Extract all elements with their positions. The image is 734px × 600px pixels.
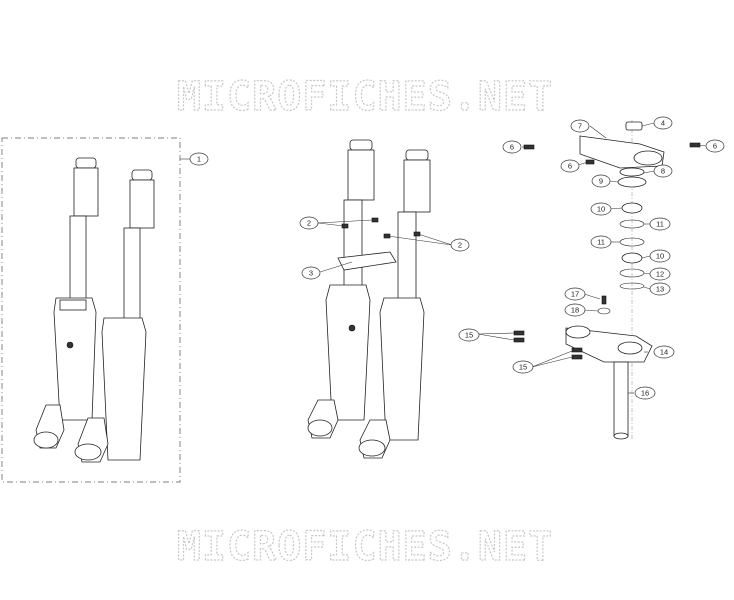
svg-text:6: 6	[568, 162, 572, 171]
bearing-seal[interactable]	[617, 176, 647, 188]
bolt[interactable]	[513, 337, 525, 343]
svg-text:11: 11	[656, 220, 664, 229]
fork-tube-left	[307, 139, 375, 439]
svg-text:3: 3	[309, 269, 313, 278]
callout-15a[interactable]: 15	[458, 328, 480, 342]
callout-2a[interactable]: 2	[299, 216, 319, 230]
assembly-dashed-box	[1, 137, 181, 483]
svg-text:14: 14	[660, 348, 668, 357]
callout-15b[interactable]: 15	[512, 360, 534, 374]
bolt[interactable]	[571, 347, 583, 353]
svg-text:12: 12	[656, 270, 664, 279]
callout-18[interactable]: 18	[564, 303, 586, 317]
bolt[interactable]	[585, 159, 595, 165]
svg-text:17: 17	[571, 290, 579, 299]
svg-text:16: 16	[641, 389, 649, 398]
callout-6b[interactable]: 6	[705, 139, 725, 153]
callout-2b[interactable]: 2	[450, 238, 470, 252]
callout-17[interactable]: 17	[564, 287, 586, 301]
bearing-lower[interactable]	[621, 252, 643, 264]
fork-tube-right	[358, 149, 431, 459]
svg-text:15: 15	[519, 363, 527, 372]
washer[interactable]	[597, 307, 611, 315]
svg-text:2: 2	[307, 219, 311, 228]
bolt[interactable]	[513, 330, 525, 336]
bolt[interactable]	[371, 217, 379, 223]
callout-10b[interactable]: 10	[649, 249, 671, 263]
svg-text:18: 18	[571, 306, 579, 315]
callout-3[interactable]: 3	[301, 266, 321, 280]
svg-text:10: 10	[656, 252, 664, 261]
svg-text:8: 8	[661, 167, 665, 176]
fork-leg-right	[74, 169, 155, 463]
svg-text:6: 6	[713, 142, 717, 151]
bolt[interactable]	[413, 231, 421, 237]
stem-nut[interactable]	[625, 121, 643, 131]
callout-1[interactable]: 1	[189, 152, 209, 166]
callout-6a[interactable]: 6	[502, 140, 522, 154]
svg-text:7: 7	[578, 122, 582, 131]
triple-clamp-stack	[513, 120, 701, 440]
callout-11a[interactable]: 11	[649, 217, 671, 231]
svg-text:4: 4	[661, 119, 665, 128]
callout-10a[interactable]: 10	[590, 202, 612, 216]
dust-seal[interactable]	[619, 282, 645, 290]
bolt[interactable]	[571, 354, 583, 360]
fork-tubes-exploded	[307, 139, 431, 459]
bolt[interactable]	[601, 295, 607, 305]
callout-11b[interactable]: 11	[590, 235, 612, 249]
callout-4[interactable]: 4	[653, 116, 673, 130]
watermark-bottom: MICROFICHES.NET	[177, 524, 553, 570]
bearing-upper[interactable]	[621, 202, 643, 214]
callout-9[interactable]: 9	[591, 174, 611, 188]
svg-text:11: 11	[597, 238, 605, 247]
watermark-top: MICROFICHES.NET	[177, 74, 553, 120]
callout-6c[interactable]: 6	[560, 159, 580, 173]
callout-12[interactable]: 12	[649, 267, 671, 281]
leader-lines	[180, 122, 707, 394]
fork-assembly-complete[interactable]	[1, 137, 181, 483]
fork-leg-left	[33, 157, 99, 449]
callout-7[interactable]: 7	[570, 119, 590, 133]
svg-text:2: 2	[458, 241, 462, 250]
callouts: 1 2 2 3 4 6 6 6 7 8 9 10 11 11 10 12 13 …	[189, 116, 725, 400]
callout-14[interactable]: 14	[653, 345, 675, 359]
svg-text:1: 1	[197, 155, 201, 164]
svg-text:13: 13	[656, 285, 664, 294]
callout-13[interactable]: 13	[649, 282, 671, 296]
svg-text:6: 6	[510, 143, 514, 152]
svg-text:10: 10	[597, 205, 605, 214]
svg-text:15: 15	[465, 331, 473, 340]
callout-8[interactable]: 8	[653, 164, 673, 178]
washer[interactable]	[619, 167, 645, 177]
guard-bracket[interactable]	[337, 251, 397, 271]
callout-16[interactable]: 16	[634, 386, 656, 400]
svg-text:9: 9	[599, 177, 603, 186]
steering-stem[interactable]	[613, 361, 629, 437]
